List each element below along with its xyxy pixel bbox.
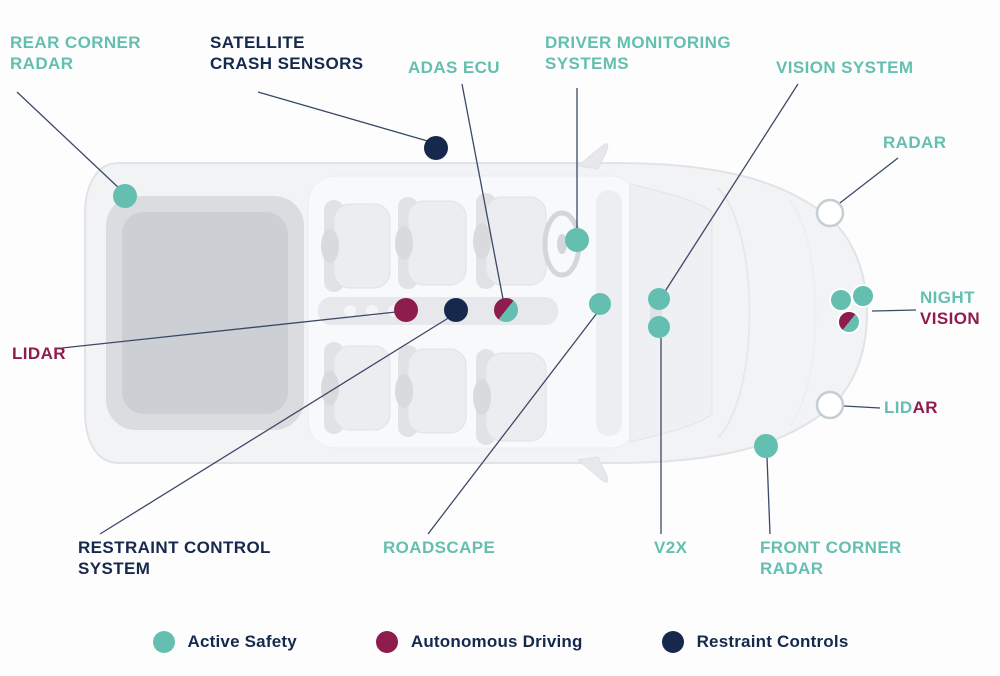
steering-wheel-hub <box>557 234 567 254</box>
sensor-dots <box>113 136 875 458</box>
label-v2x: V2X <box>654 538 687 559</box>
vision-system-dot <box>648 288 670 310</box>
label-radar: RADAR <box>883 133 946 154</box>
label-night-vision: NIGHT VISION <box>920 288 980 329</box>
seat <box>321 200 391 292</box>
night-vision-dot-3 <box>837 310 861 334</box>
adas-ecu-dot <box>494 298 518 322</box>
rear-corner-radar-dot <box>113 184 137 208</box>
legend-label: Active Safety <box>187 632 297 651</box>
front-corner-radar-line <box>766 456 771 535</box>
autonomous-driving-dot-icon <box>375 631 398 653</box>
seat <box>473 349 547 445</box>
restraint-controls-dot-icon <box>661 631 684 653</box>
label-line: NIGHT <box>920 288 975 307</box>
legend-label: Restraint Controls <box>696 632 849 651</box>
seat <box>395 345 467 437</box>
seat <box>473 193 547 289</box>
satellite-crash-sensors-dot <box>424 136 448 160</box>
label-line: SATELLITE <box>210 33 305 52</box>
label-lidar-right: LIDAR <box>884 398 938 419</box>
label-line: ROADSCAPE <box>383 538 496 557</box>
label-adas-ecu: ADAS ECU <box>408 58 500 79</box>
label-vision-system: VISION SYSTEM <box>776 58 913 79</box>
seat <box>395 197 467 289</box>
active-safety-dot-icon <box>152 631 175 653</box>
console-detail <box>344 305 356 317</box>
restraint-control-line <box>99 316 451 535</box>
hood-crease-2 <box>789 199 817 427</box>
label-restraint-control-system: RESTRAINT CONTROL SYSTEM <box>78 538 271 579</box>
label-part: LID <box>884 398 913 417</box>
hood-crease-1 <box>717 187 751 439</box>
label-line: CRASH SENSORS <box>210 53 364 73</box>
label-lidar-left: LIDAR <box>12 344 66 365</box>
legend: Active Safety Autonomous Driving Restrai… <box>0 630 1000 654</box>
label-line: V2X <box>654 538 688 557</box>
label-line: FRONT CORNER <box>760 538 902 557</box>
label-roadscape: ROADSCAPE <box>383 538 495 559</box>
label-line: ADAS ECU <box>408 58 500 77</box>
label-line: REAR CORNER <box>10 33 141 52</box>
label-rear-corner-radar: REAR CORNER RADAR <box>10 33 141 74</box>
roadscape-line <box>427 312 598 535</box>
label-line: RADAR <box>760 558 824 578</box>
night-vision-dot-1 <box>829 288 853 312</box>
roadscape-dot <box>589 293 611 315</box>
front-corner-radar-dot <box>754 434 778 458</box>
satellite-crash-sensors-line <box>257 91 432 143</box>
night-vision-dot-2 <box>851 284 875 308</box>
legend-label: Autonomous Driving <box>410 632 583 651</box>
side-mirror-right <box>576 456 609 483</box>
label-line: DRIVER MONITORING <box>545 33 731 52</box>
radar-dot <box>815 198 845 228</box>
label-line: RADAR <box>10 53 74 73</box>
label-front-corner-radar: FRONT CORNER RADAR <box>760 538 902 579</box>
dashboard <box>596 190 622 436</box>
label-line: SYSTEMS <box>545 53 630 73</box>
lidar-dot <box>394 298 418 322</box>
legend-item-active-safety: Active Safety <box>152 630 297 654</box>
lidar-right-line <box>843 405 881 409</box>
adas-ecu-line <box>461 83 504 300</box>
label-part: AR <box>912 398 938 417</box>
legend-item-restraint-controls: Restraint Controls <box>661 630 849 654</box>
trunk-interior <box>122 212 288 414</box>
radar-line <box>835 157 899 207</box>
windshield <box>629 183 713 443</box>
label-line: LIDAR <box>12 344 66 363</box>
label-line: RESTRAINT CONTROL <box>78 538 271 557</box>
driver-monitoring-dot <box>565 228 589 252</box>
rear-corner-radar-line <box>16 91 122 191</box>
seat <box>321 342 391 434</box>
vision-system-line <box>663 83 799 294</box>
legend-item-autonomous-driving: Autonomous Driving <box>375 630 583 654</box>
label-line: VISION SYSTEM <box>776 58 914 77</box>
label-driver-monitoring-systems: DRIVER MONITORING SYSTEMS <box>545 33 731 74</box>
car-illustration <box>84 143 869 483</box>
label-line: SYSTEM <box>78 558 151 578</box>
v2x-dot <box>648 316 670 338</box>
restraint-control-dot <box>444 298 468 322</box>
label-satellite-crash-sensors: SATELLITE CRASH SENSORS <box>210 33 364 74</box>
label-line: RADAR <box>883 133 947 152</box>
connector-lines <box>16 83 917 535</box>
label-line: VISION <box>920 308 981 328</box>
lidar-left-line <box>61 311 397 349</box>
night-vision-line <box>871 309 917 312</box>
lidar-right-dot <box>815 390 845 420</box>
side-mirror-left <box>576 143 609 170</box>
